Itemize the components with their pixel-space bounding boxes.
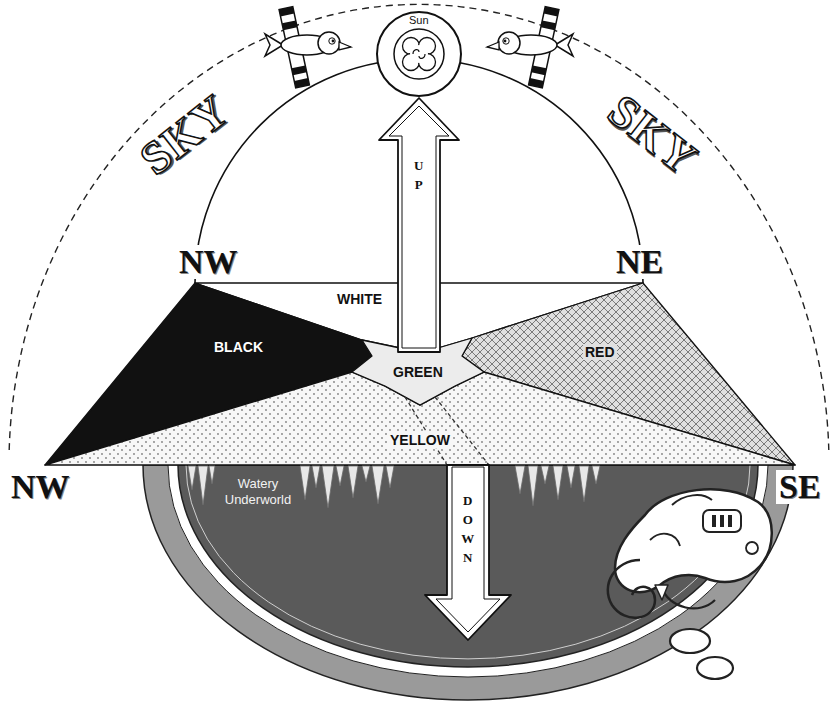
node-text: Watery Underworld — [216, 476, 300, 507]
node-text: GREEN — [391, 364, 445, 380]
earth-serpent-head — [608, 489, 772, 679]
up-arrow-outline — [379, 98, 459, 352]
node-text: Sun — [409, 14, 429, 26]
sky-label-holder: SKY — [132, 87, 237, 183]
sun-outer-ring — [377, 12, 461, 96]
down-arrow-dashed-shaft — [405, 397, 489, 465]
sun-inner-ring — [394, 29, 444, 79]
node-text: RED — [583, 344, 617, 360]
sun-curl — [413, 50, 425, 59]
node-text: BLACK — [212, 339, 265, 355]
direction-label: NE — [613, 245, 666, 279]
up-arrow-shape — [377, 96, 461, 354]
up-arrow: UP — [377, 96, 461, 354]
direction-label: SE — [776, 470, 824, 504]
node-text: YELLOW — [388, 432, 452, 448]
underworld-band — [143, 465, 793, 700]
sun-center — [410, 45, 428, 63]
direction-label-holder: NW — [8, 470, 73, 504]
direction-label-holder: NE — [613, 245, 666, 279]
sky-label: SKY — [600, 87, 705, 183]
direction-label-holder: SE — [776, 470, 824, 504]
sky-bird — [265, 7, 351, 88]
sky-label-holder: SKY — [600, 87, 705, 183]
node-text: DOWN — [460, 492, 476, 567]
sun-disc: Sun — [374, 9, 464, 99]
up-arrow-inner-line — [389, 106, 449, 348]
sky-label: SKY — [132, 87, 237, 183]
node-text: WHITE — [335, 291, 384, 307]
direction-label-holder: NW — [176, 245, 241, 279]
direction-label: NW — [176, 245, 241, 279]
down-arrow-inner-line — [436, 467, 500, 632]
node-text: UP — [411, 157, 427, 195]
direction-label: NW — [8, 470, 73, 504]
down-arrow-outline — [425, 465, 511, 640]
stalactites — [188, 466, 600, 508]
sky-bird — [487, 7, 573, 88]
